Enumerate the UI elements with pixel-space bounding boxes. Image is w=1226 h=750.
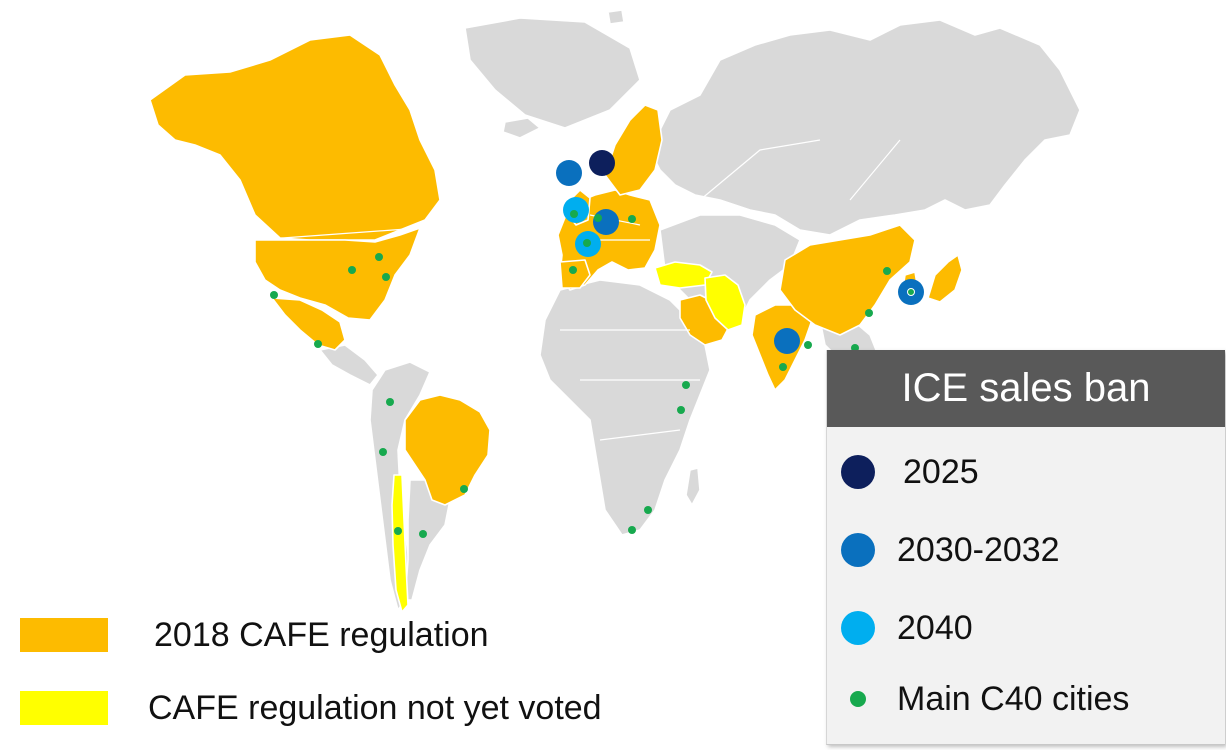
iran-land [704, 274, 746, 331]
marker-2025-norway [589, 150, 615, 176]
city-dot [386, 398, 394, 406]
dot-2025 [841, 455, 875, 489]
city-dot [883, 267, 891, 275]
ice-legend-item-c40: Main C40 cities [841, 677, 1129, 721]
swatch-cafe-not-voted [20, 691, 108, 725]
city-dot [644, 506, 652, 514]
city-dot [379, 448, 387, 456]
city-dot [394, 527, 402, 535]
border-africa-1 [560, 329, 700, 441]
china-land [779, 224, 916, 336]
label-2025: 2025 [903, 452, 979, 491]
city-dot [314, 340, 322, 348]
usa-land [254, 227, 421, 321]
city-dot [865, 309, 873, 317]
ice-sales-ban-legend: ICE sales ban 2025 2030-2032 2040 Main C… [826, 350, 1225, 745]
city-dot [569, 266, 577, 274]
city-dot [628, 215, 636, 223]
city-dot [594, 214, 602, 222]
city-dot [804, 341, 812, 349]
ice-legend-title: ICE sales ban [827, 350, 1225, 427]
city-dot [682, 381, 690, 389]
marker-2030-india [774, 328, 800, 354]
ice-legend-item-2030-2032: 2030-2032 [841, 528, 1060, 572]
marker-2030-ireland [556, 160, 582, 186]
city-dot [583, 239, 591, 247]
border-russia-1 [699, 139, 901, 201]
country-borders [254, 139, 901, 441]
dot-c40 [850, 691, 866, 707]
city-dot [779, 363, 787, 371]
city-dot [348, 266, 356, 274]
japan-land [927, 254, 963, 303]
iceland-land [502, 117, 541, 139]
city-dot [628, 526, 636, 534]
legend-row-cafe-not-voted: CAFE regulation not yet voted [20, 688, 602, 728]
city-dot [375, 253, 383, 261]
city-dot [460, 485, 468, 493]
legend-row-cafe-2018: 2018 CAFE regulation [20, 615, 489, 655]
city-dot [907, 288, 915, 296]
city-dot [677, 406, 685, 414]
dot-2030-2032 [841, 533, 875, 567]
madagascar-land [685, 467, 701, 506]
city-dot [382, 273, 390, 281]
greenland-land [464, 17, 641, 129]
label-2030-2032: 2030-2032 [897, 530, 1060, 569]
canada-land [149, 34, 441, 241]
swatch-cafe-2018 [20, 618, 108, 652]
label-c40: Main C40 cities [897, 679, 1130, 718]
city-dot [419, 530, 427, 538]
city-dot [570, 210, 578, 218]
iberia-land [559, 259, 591, 289]
marker-2040-uk [563, 197, 589, 223]
ice-legend-item-2025: 2025 [841, 450, 979, 494]
marker-2030-netherlands [593, 209, 619, 235]
city-dot [270, 291, 278, 299]
russia-land [649, 19, 1081, 236]
legend-label-cafe-not-voted: CAFE regulation not yet voted [148, 688, 602, 727]
cafe-not-voted-layer [391, 261, 746, 613]
label-2040: 2040 [897, 608, 973, 647]
ice-legend-item-2040: 2040 [841, 606, 973, 650]
arctic-island-land [607, 9, 625, 25]
legend-label-cafe-2018: 2018 CAFE regulation [154, 615, 489, 654]
border-us-canada [254, 227, 421, 241]
mexico-land [271, 297, 346, 351]
chile-land [391, 474, 409, 613]
central-america-land [319, 344, 379, 386]
dot-2040 [841, 611, 875, 645]
brazil-land [404, 394, 491, 506]
cafe-2018-layer [149, 34, 963, 506]
scandinavia-land [604, 104, 663, 196]
c40-city-dots [270, 210, 915, 538]
